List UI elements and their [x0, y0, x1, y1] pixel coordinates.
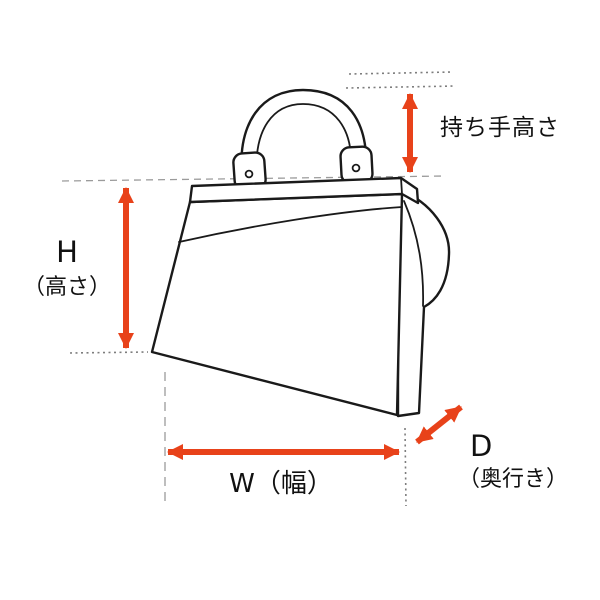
bag-gusset-fold-line: [403, 200, 425, 307]
bag-frame-corner-edge: [400, 177, 403, 195]
handle-rivet-right: [351, 163, 361, 173]
depth-letter: D: [470, 429, 493, 463]
width-right-guide-dots: [404, 427, 407, 507]
depth-label: D （奥行き）: [458, 428, 568, 494]
bag-flap-edge: [178, 206, 403, 243]
height-letter: H: [56, 235, 78, 269]
handle-top-guide-dots: [345, 85, 457, 89]
height-sub-label: （高さ）: [22, 275, 111, 301]
handle-rivet-left: [244, 169, 254, 179]
height-label: H （高さ）: [14, 234, 120, 302]
bag-bottom-left-guide-dots: [69, 351, 149, 354]
bag-front-panel: [150, 192, 404, 417]
depth-arrow: [415, 404, 463, 445]
handle-height-label: 持ち手高さ: [440, 115, 560, 141]
depth-sub-label: （奥行き）: [458, 467, 569, 493]
width-label: W（幅）: [229, 469, 333, 499]
bag-handle-inner-line: [255, 103, 352, 179]
bag-handle: [240, 88, 368, 180]
handle-top-guide-dots-upper: [348, 71, 453, 75]
